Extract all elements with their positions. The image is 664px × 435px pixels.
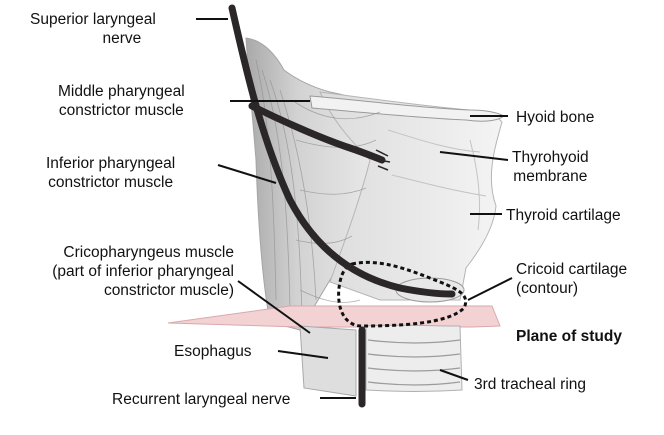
label-inferior-pharyngeal: Inferior pharyngeal constrictor muscle (46, 154, 175, 192)
label-text: Esophagus (174, 343, 252, 360)
label-tracheal-ring: 3rd tracheal ring (474, 375, 586, 394)
label-line: Thyrohyoid (512, 148, 589, 167)
label-line: Cricoid cartilage (516, 260, 627, 279)
label-line: nerve (30, 29, 156, 48)
label-text: Thyroid cartilage (506, 207, 621, 224)
label-esophagus: Esophagus (174, 342, 252, 361)
label-line: constrictor muscle (58, 101, 185, 120)
label-superior-laryngeal-nerve: Superior laryngeal nerve (30, 10, 156, 48)
label-text: Hyoid bone (516, 109, 594, 126)
label-line: Cricopharyngeus muscle (2, 243, 234, 262)
trachea-shape (366, 325, 462, 391)
label-recurrent-laryngeal-nerve: Recurrent laryngeal nerve (112, 390, 290, 409)
label-line: (contour) (516, 279, 627, 298)
label-cricoid-cartilage: Cricoid cartilage (contour) (516, 260, 627, 298)
label-hyoid-bone: Hyoid bone (516, 108, 594, 127)
label-plane-of-study: Plane of study (516, 327, 622, 346)
label-line: Middle pharyngeal (58, 82, 185, 101)
label-line: membrane (512, 167, 589, 186)
label-line: Superior laryngeal (30, 10, 156, 29)
label-text: Plane of study (516, 328, 622, 345)
label-line: constrictor muscle) (2, 281, 234, 300)
label-line: (part of inferior pharyngeal (2, 262, 234, 281)
label-middle-pharyngeal: Middle pharyngeal constrictor muscle (58, 82, 185, 120)
label-text: Recurrent laryngeal nerve (112, 391, 290, 408)
label-text: 3rd tracheal ring (474, 376, 586, 393)
esophagus-shape (300, 326, 356, 396)
label-thyrohyoid-membrane: Thyrohyoid membrane (512, 148, 589, 186)
label-line: Inferior pharyngeal (46, 154, 175, 173)
label-cricopharyngeus: Cricopharyngeus muscle (part of inferior… (2, 243, 234, 300)
label-line: constrictor muscle (46, 173, 175, 192)
label-thyroid-cartilage: Thyroid cartilage (506, 206, 621, 225)
